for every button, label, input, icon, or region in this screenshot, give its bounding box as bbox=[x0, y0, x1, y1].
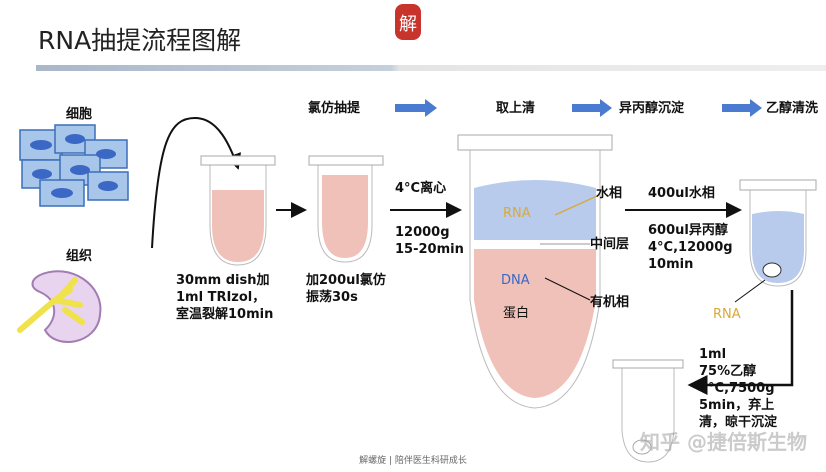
note-chloroform: 加200ul氯仿 振荡30s bbox=[306, 273, 386, 305]
label-tissue: 组织 bbox=[66, 249, 93, 264]
watermark: 知乎 @捷倍斯生物 bbox=[640, 430, 807, 454]
page-title: RNA抽提流程图解 bbox=[38, 26, 242, 55]
rna-pellet bbox=[762, 262, 782, 278]
label-rna-layer: RNA bbox=[503, 206, 531, 221]
label-aqueous: 水相 bbox=[596, 186, 623, 201]
tube-2 bbox=[308, 155, 384, 263]
cells-illustration bbox=[19, 124, 129, 207]
note-ethanol: 1ml 75%乙醇 4°C,7500g 5min，弃上 清，晾干沉淀 bbox=[699, 347, 778, 430]
arrow-ethanol bbox=[687, 290, 794, 395]
footer: 解螺旋 | 陪伴医生科研成长 bbox=[359, 456, 467, 466]
note-lysis: 30mm dish加 1ml TRIzol， 室温裂解10min bbox=[176, 273, 274, 322]
svg-text:解: 解 bbox=[399, 14, 417, 35]
step-ethanol: 乙醇清洗 bbox=[766, 101, 819, 116]
note-centrifuge: 4°C离心 bbox=[395, 181, 447, 196]
label-protein-layer: 蛋白 bbox=[503, 306, 530, 321]
seal-logo: 解 bbox=[395, 4, 421, 40]
tube-centrifuged bbox=[457, 134, 613, 409]
tube-1 bbox=[200, 155, 276, 266]
note-centrifuge-speed: 12000g 15-20min bbox=[395, 225, 464, 257]
step-arrows bbox=[395, 99, 762, 117]
tube-precipitate bbox=[739, 179, 817, 287]
step-isopropanol: 异丙醇沉淀 bbox=[619, 101, 685, 116]
curved-arrow bbox=[151, 116, 241, 249]
label-interphase: 中间层 bbox=[590, 237, 630, 252]
label-dna-layer: DNA bbox=[501, 273, 530, 288]
title-underline bbox=[36, 65, 826, 71]
step-chloroform: 氯仿抽提 bbox=[308, 101, 361, 116]
label-organic: 有机相 bbox=[590, 295, 630, 310]
label-cells: 细胞 bbox=[66, 107, 93, 122]
note-isopropanol: 600ul异丙醇 4°C,12000g 10min bbox=[648, 223, 733, 272]
note-aqueous-volume: 400ul水相 bbox=[648, 186, 715, 201]
step-supernatant: 取上清 bbox=[496, 101, 536, 116]
tube-final bbox=[612, 359, 684, 463]
kidney-illustration bbox=[17, 270, 102, 343]
label-rna-pellet: RNA bbox=[713, 307, 741, 322]
